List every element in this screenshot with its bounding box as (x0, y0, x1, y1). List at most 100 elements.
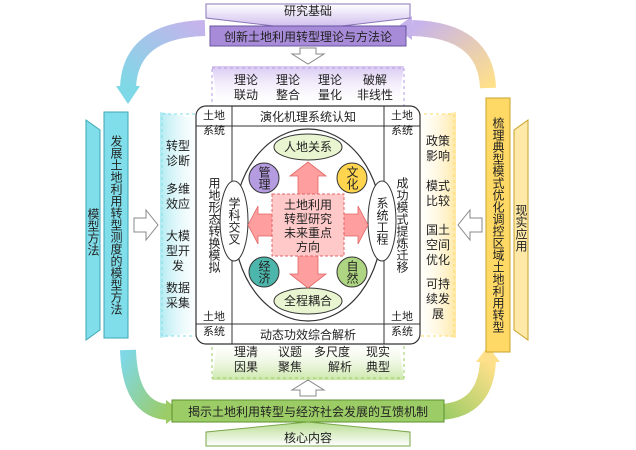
inner-bottom-bar-text: 动态功效综合解析 (260, 327, 356, 342)
circle-culture (336, 162, 368, 194)
top-item-2-line-2: 整合 (276, 87, 300, 102)
corner-bl-line-1: 土地 (203, 310, 225, 323)
bottom-header-text: 核心内容 (284, 430, 332, 445)
arc-arrowhead-bottom-right (476, 346, 500, 362)
bottom-item-1-line-1: 理清 (234, 345, 258, 359)
bottom-header-chevron (205, 421, 411, 447)
corner-bl-line-2: 系统 (203, 325, 225, 338)
top-item-4-line-1: 破解 (363, 72, 387, 87)
right-header-text: 现实应用 (514, 204, 528, 253)
pill-top (273, 133, 343, 161)
right-item-4-line-2: 续发 (426, 291, 450, 306)
circle-management-text: 管理 (257, 165, 271, 190)
left-item-2-line-2: 效应 (166, 196, 190, 211)
top-item-1-line-2: 联动 (234, 88, 258, 102)
top-item-1-line-1: 理论 (234, 73, 258, 87)
center-line-1: 土地利用 (284, 198, 332, 212)
top-item-2-line-1: 理论 (276, 73, 300, 87)
circle-nature (336, 256, 368, 288)
oval-right-text: 系统工程 (375, 197, 389, 246)
right-item-1-line-2: 影响 (426, 148, 450, 163)
bottom-item-4-line-1: 现实 (366, 344, 390, 359)
right-item-4-line-1: 可持 (426, 276, 450, 291)
circle-nature-text: 自然 (345, 260, 359, 285)
right-items: 政策 影响 模式 比较 国土 空间 优化 可持 续发 展 (426, 134, 450, 321)
top-header-text: 研究基础 (284, 3, 332, 18)
bottom-item-2-line-1: 议题 (278, 345, 302, 359)
left-item-1-line-2: 诊断 (166, 153, 190, 168)
circle-economy (248, 256, 280, 288)
right-item-4-line-3: 展 (432, 307, 444, 321)
top-down-arrow (290, 47, 326, 65)
top-title-box (209, 25, 407, 47)
top-item-4-line-2: 非线性 (357, 88, 393, 102)
bottom-item-3-line-2: 解析 (328, 360, 352, 374)
arc-arrow-bottom-right (439, 359, 496, 420)
left-right-arrow (133, 208, 159, 242)
arc-arrow-bottom-left (120, 349, 170, 420)
circle-culture-text: 文化 (345, 165, 359, 191)
oval-left-text: 学科交叉 (227, 196, 241, 245)
center-cross (247, 161, 369, 289)
right-header-chevron (513, 119, 529, 341)
left-title-text: 发展土地利用转型测度的模型方法 (109, 134, 123, 315)
right-fan (410, 112, 456, 338)
arc-arrow-top-right (411, 20, 496, 89)
left-header-chevron (85, 119, 101, 341)
left-item-2-line-1: 多维 (166, 182, 190, 196)
right-left-arrow (457, 208, 483, 242)
inner-right-col-text: 成功模式提炼迁移 (395, 177, 409, 274)
left-header-text: 模型方法 (86, 208, 100, 256)
right-item-3-line-3: 优化 (426, 253, 450, 267)
inner-left-col-text: 用地形态转换模拟 (207, 177, 221, 273)
top-header-chevron (205, 3, 411, 31)
arc-arrow-top-left (120, 20, 206, 89)
left-item-4-line-2: 采集 (166, 295, 190, 310)
center-line-4: 方向 (296, 239, 320, 254)
arc-arrowhead-top-left (116, 86, 140, 104)
inner-top-bar-text: 演化机理系统认知 (260, 109, 356, 124)
corner-br-line-2: 系统 (391, 325, 413, 338)
bottom-fan (212, 338, 404, 380)
center-line-3: 未来重点 (284, 226, 332, 240)
corner-tr-line-1: 土地 (391, 109, 413, 122)
pill-top-text: 人地关系 (284, 140, 332, 154)
corner-tl-line-2: 系统 (203, 124, 225, 137)
pill-bottom-text: 全程耦合 (284, 293, 332, 308)
right-item-3-line-2: 空间 (426, 238, 450, 252)
center-line-2: 转型研究 (284, 211, 332, 226)
center-box (271, 193, 345, 257)
bottom-title-text: 揭示土地利用转型与经济社会发展的互馈机制 (188, 404, 428, 419)
left-fan (160, 112, 206, 338)
bottom-item-2-line-2: 聚焦 (278, 360, 302, 374)
left-items: 转型 诊断 多维 效应 大模 型开 发 数据 采集 (166, 138, 190, 310)
oval-right (367, 180, 397, 262)
bottom-items: 理清 因果 议题 聚焦 多尺度 解析 现实 典型 (234, 344, 390, 374)
right-title-box (485, 97, 511, 353)
left-item-3-line-3: 发 (172, 258, 184, 273)
left-item-4-line-1: 数据 (166, 280, 190, 295)
right-item-3-line-1: 国土 (426, 223, 450, 237)
right-item-2-line-1: 模式 (426, 179, 450, 193)
top-title-text: 创新土地利用转型理论与方法论 (224, 29, 392, 44)
circle-economy-text: 经济 (257, 260, 271, 284)
bottom-item-1-line-2: 因果 (234, 360, 258, 374)
right-item-1-line-1: 政策 (426, 134, 450, 148)
left-item-3-line-1: 大模 (166, 229, 190, 243)
bottom-item-4-line-2: 典型 (366, 360, 390, 374)
right-title-text: 梳理典型模式优化调控区域土地利用转型 (491, 116, 505, 333)
corner-br-line-1: 土地 (391, 310, 413, 323)
oval-left (219, 180, 249, 262)
left-item-1-line-1: 转型 (166, 138, 190, 153)
left-item-3-line-2: 型开 (166, 244, 190, 258)
top-items: 理论 联动 理论 整合 理论 量化 破解 非线性 (234, 72, 393, 102)
bottom-item-3-line-1: 多尺度 (314, 344, 350, 359)
top-fan (212, 66, 404, 108)
corner-tl-line-1: 土地 (203, 109, 225, 122)
bottom-up-arrow (290, 379, 326, 397)
top-item-3-line-2: 量化 (318, 88, 342, 102)
left-title-box (103, 111, 129, 339)
circle-management (248, 162, 280, 194)
